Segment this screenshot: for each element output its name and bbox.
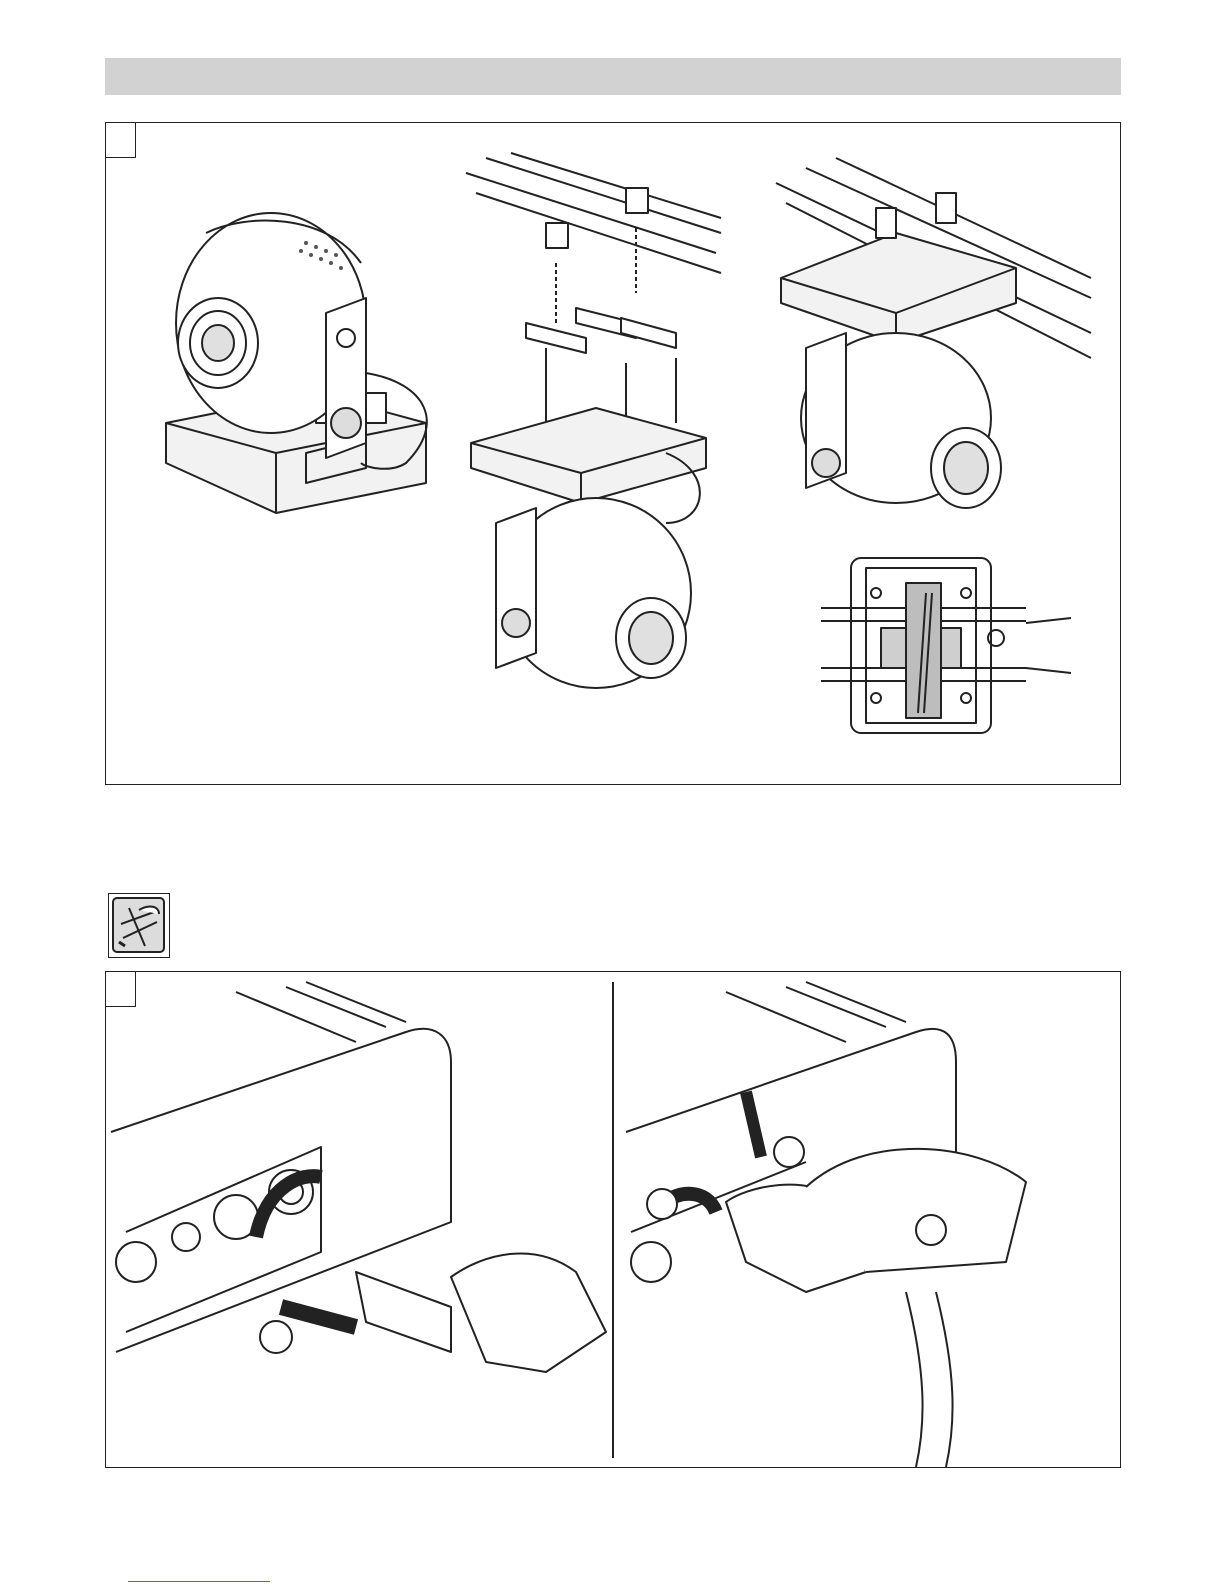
fixture-truss-hung-icon	[776, 158, 1091, 508]
mounting-illustration	[106, 123, 1120, 784]
connector-insert-icon	[111, 982, 606, 1372]
caution-hand-tool-icon	[108, 893, 170, 958]
fixture-exploded-icon	[466, 153, 721, 688]
connector-release-icon	[626, 982, 1026, 1467]
fixture-top-view-icon	[821, 558, 1071, 733]
connector-illustration	[106, 972, 1120, 1467]
footer-link-underline	[128, 1581, 270, 1582]
connector-figure-panel	[105, 971, 1121, 1468]
section-header-bar	[105, 58, 1121, 95]
mounting-figure-panel	[105, 122, 1121, 785]
fixture-standing-icon	[166, 213, 427, 513]
